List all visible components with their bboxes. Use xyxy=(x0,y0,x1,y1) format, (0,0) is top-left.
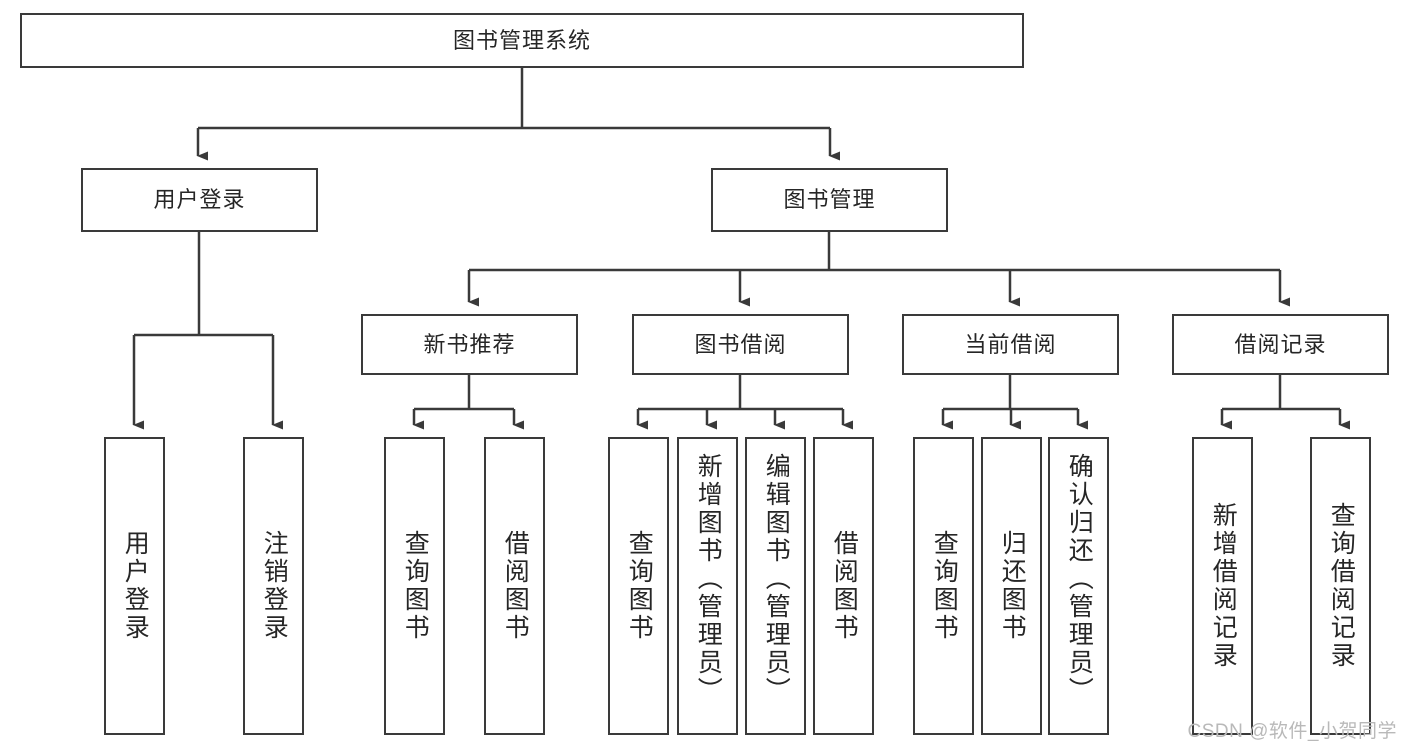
node-user-login-label: 用户登录 xyxy=(153,187,246,213)
leaf-label: 借阅图书 xyxy=(501,530,530,642)
leaf-label: 新增借阅记录 xyxy=(1209,502,1238,670)
node-user-login[interactable]: 用户登录 xyxy=(81,168,318,232)
leaf-book-borrow-borrow[interactable]: 借阅图书 xyxy=(813,437,874,735)
node-book-manage[interactable]: 图书管理 xyxy=(711,168,948,232)
leaf-new-book-query[interactable]: 查询图书 xyxy=(384,437,445,735)
leaf-label: 新增图书（管理员） xyxy=(694,453,723,705)
leaf-user-login-logout[interactable]: 注销登录 xyxy=(243,437,304,735)
leaf-current-borrow-return[interactable]: 归还图书 xyxy=(981,437,1042,735)
node-book-borrow-label: 图书借阅 xyxy=(694,331,787,357)
node-new-book-recommend[interactable]: 新书推荐 xyxy=(361,314,578,375)
leaf-borrow-record-add[interactable]: 新增借阅记录 xyxy=(1192,437,1253,735)
node-current-borrow[interactable]: 当前借阅 xyxy=(902,314,1119,375)
node-root-label: 图书管理系统 xyxy=(452,27,591,53)
leaf-label: 用户登录 xyxy=(121,530,150,642)
node-book-manage-label: 图书管理 xyxy=(783,187,876,213)
leaf-current-borrow-query[interactable]: 查询图书 xyxy=(913,437,974,735)
leaf-book-borrow-edit[interactable]: 编辑图书（管理员） xyxy=(745,437,806,735)
leaf-current-borrow-confirm[interactable]: 确认归还（管理员） xyxy=(1048,437,1109,735)
node-root[interactable]: 图书管理系统 xyxy=(20,13,1024,68)
node-book-borrow[interactable]: 图书借阅 xyxy=(632,314,849,375)
leaf-label: 借阅图书 xyxy=(830,530,859,642)
leaf-label: 归还图书 xyxy=(998,530,1027,642)
leaf-label: 查询图书 xyxy=(625,530,654,642)
leaf-label: 查询图书 xyxy=(401,530,430,642)
leaf-user-login-login[interactable]: 用户登录 xyxy=(104,437,165,735)
node-new-book-recommend-label: 新书推荐 xyxy=(423,331,516,357)
leaf-label: 编辑图书（管理员） xyxy=(762,453,791,705)
node-current-borrow-label: 当前借阅 xyxy=(964,331,1057,357)
node-borrow-record[interactable]: 借阅记录 xyxy=(1172,314,1389,375)
node-borrow-record-label: 借阅记录 xyxy=(1234,331,1327,357)
leaf-borrow-record-query[interactable]: 查询借阅记录 xyxy=(1310,437,1371,735)
leaf-book-borrow-add[interactable]: 新增图书（管理员） xyxy=(677,437,738,735)
leaf-label: 查询借阅记录 xyxy=(1327,502,1356,670)
leaf-label: 查询图书 xyxy=(930,530,959,642)
leaf-book-borrow-query[interactable]: 查询图书 xyxy=(608,437,669,735)
leaf-label: 注销登录 xyxy=(260,530,289,642)
leaf-label: 确认归还（管理员） xyxy=(1065,453,1094,705)
leaf-new-book-borrow[interactable]: 借阅图书 xyxy=(484,437,545,735)
